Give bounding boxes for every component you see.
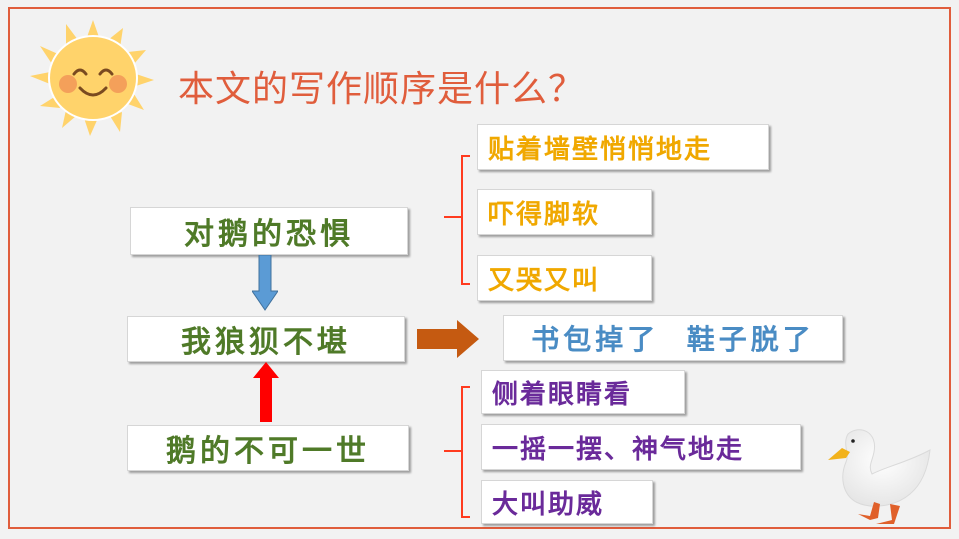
goose-detail-item: 侧着眼睛看 xyxy=(481,370,685,414)
node-fear-label: 对鹅的恐惧 xyxy=(184,217,354,252)
node-result-label: 书包掉了 鞋子脱了 xyxy=(531,323,815,356)
fear-detail-item: 又哭又叫 xyxy=(477,255,652,301)
page-title: 本文的写作顺序是什么？ xyxy=(178,69,586,110)
goose-details-brace xyxy=(444,386,470,518)
node-embarrassed-label: 我狼狈不堪 xyxy=(181,325,351,360)
node-goose-arrogant-label: 鹅的不可一世 xyxy=(166,434,370,469)
right-arrow-icon xyxy=(417,320,479,358)
goose-detail-item: 大叫助威 xyxy=(481,480,653,524)
smiling-sun-icon xyxy=(30,20,154,136)
node-goose-arrogant: 鹅的不可一世 xyxy=(127,425,409,471)
fear-detail-item: 吓得脚软 xyxy=(477,189,652,235)
node-result: 书包掉了 鞋子脱了 xyxy=(503,315,843,361)
goose-detail-item: 一摇一摆、神气地走 xyxy=(481,424,801,470)
node-fear: 对鹅的恐惧 xyxy=(130,207,408,255)
fear-details-brace xyxy=(444,155,470,285)
down-arrow-icon xyxy=(252,255,278,311)
duck-illustration xyxy=(828,429,931,524)
up-arrow-icon xyxy=(253,362,279,422)
slide-frame xyxy=(8,7,951,529)
node-embarrassed: 我狼狈不堪 xyxy=(127,316,405,362)
fear-detail-item: 贴着墙壁悄悄地走 xyxy=(477,124,769,170)
